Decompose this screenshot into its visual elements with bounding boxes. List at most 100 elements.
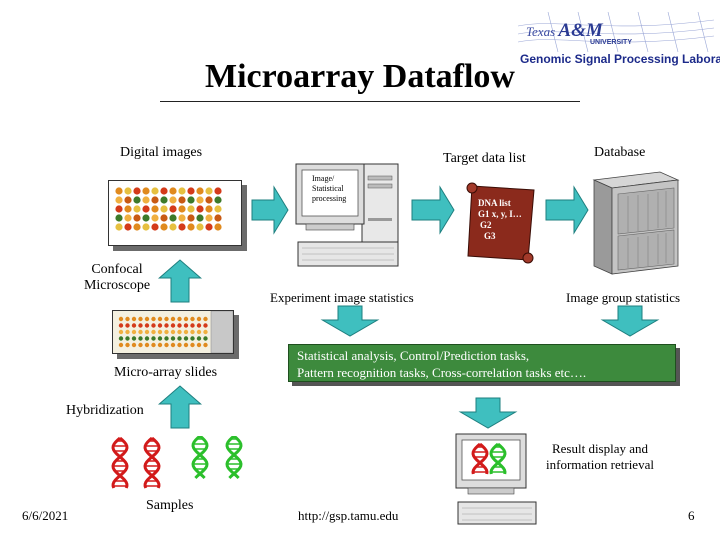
array-spot bbox=[214, 214, 222, 222]
array-spot bbox=[177, 336, 182, 341]
array-spot bbox=[151, 196, 159, 204]
array-spot bbox=[157, 329, 163, 335]
logo-org-name: A&M bbox=[558, 20, 603, 41]
array-spot bbox=[160, 196, 168, 204]
array-spot bbox=[196, 196, 204, 204]
database-server-icon bbox=[592, 171, 680, 275]
array-spot bbox=[138, 342, 143, 348]
lab-logo: Texas A&M UNIVERSITY Genomic Signal Proc… bbox=[518, 12, 720, 72]
processing-computer: Image/ Statistical processing bbox=[292, 162, 402, 282]
screen-text-line: Image/ bbox=[312, 174, 335, 183]
scroll-text-line: G1 x, y, I… bbox=[478, 209, 522, 219]
logo-org-suffix: UNIVERSITY bbox=[590, 39, 633, 46]
array-spot bbox=[214, 223, 222, 231]
array-spot bbox=[151, 214, 159, 222]
flow-arrow-down bbox=[458, 397, 518, 429]
dna-strand bbox=[111, 436, 129, 489]
array-spot bbox=[183, 329, 189, 335]
array-spot bbox=[183, 342, 189, 348]
array-spot bbox=[144, 329, 150, 335]
screen-text-line: processing bbox=[312, 194, 347, 203]
label-samples: Samples bbox=[146, 498, 194, 513]
scroll-icon bbox=[466, 182, 535, 264]
array-spot bbox=[157, 336, 163, 341]
dna-list-scroll: DNA list G1 x, y, I… G2 G3 bbox=[462, 180, 540, 264]
label-database: Database bbox=[594, 145, 646, 160]
array-spot bbox=[164, 316, 169, 322]
label-confocal-microscope: Confocal Microscope bbox=[83, 262, 151, 293]
array-spot bbox=[177, 316, 182, 322]
array-spot bbox=[169, 205, 177, 213]
array-spot bbox=[138, 336, 143, 341]
dna-strand bbox=[111, 436, 129, 489]
scroll-text-line: G3 bbox=[484, 231, 496, 241]
array-spot bbox=[196, 223, 204, 231]
array-spot bbox=[203, 336, 208, 341]
array-spot bbox=[151, 316, 156, 322]
array-spot bbox=[131, 323, 137, 328]
array-spot bbox=[183, 323, 189, 328]
array-spot bbox=[203, 316, 208, 322]
array-spot bbox=[151, 323, 156, 328]
array-spot bbox=[170, 336, 176, 341]
array-spot bbox=[196, 214, 204, 222]
array-spot bbox=[177, 342, 182, 348]
dna-strand bbox=[143, 436, 161, 489]
statistical-analysis-box: Statistical analysis, Control/Prediction… bbox=[288, 344, 676, 382]
flow-arrow-right bbox=[411, 185, 455, 235]
array-spot bbox=[118, 336, 124, 341]
label-image-group-statistics: Image group statistics bbox=[566, 290, 681, 305]
array-spot bbox=[170, 342, 176, 348]
array-spot bbox=[196, 316, 202, 322]
flow-arrow-up bbox=[157, 385, 203, 429]
array-spot bbox=[160, 223, 168, 231]
array-spot bbox=[133, 223, 141, 231]
dna-strand bbox=[191, 436, 209, 480]
array-spot bbox=[131, 342, 137, 348]
array-spot bbox=[190, 342, 195, 348]
dna-strand bbox=[489, 442, 507, 475]
array-spot bbox=[190, 336, 195, 341]
title-underline bbox=[160, 101, 580, 102]
array-spot bbox=[115, 214, 123, 222]
array-spot bbox=[118, 342, 124, 348]
array-spot bbox=[142, 214, 150, 222]
array-spot bbox=[164, 329, 169, 335]
footer-date: 6/6/2021 bbox=[22, 508, 69, 523]
array-spot bbox=[125, 336, 130, 341]
screen-text-line: Statistical bbox=[312, 184, 344, 193]
dna-strand bbox=[471, 442, 489, 475]
array-spot bbox=[169, 196, 177, 204]
array-spot bbox=[178, 196, 186, 204]
flow-arrow-down bbox=[600, 305, 660, 337]
array-spot bbox=[205, 223, 213, 231]
array-spot bbox=[151, 223, 159, 231]
array-spot bbox=[205, 214, 213, 222]
array-spot bbox=[196, 205, 204, 213]
footer-url[interactable]: http://gsp.tamu.edu bbox=[298, 508, 399, 523]
array-spot bbox=[118, 316, 124, 322]
array-spot bbox=[205, 196, 213, 204]
array-spot bbox=[177, 323, 182, 328]
label-digital-images: Digital images bbox=[120, 145, 203, 160]
array-spot bbox=[178, 187, 186, 195]
array-spot bbox=[125, 316, 130, 322]
array-spot bbox=[160, 205, 168, 213]
array-spot bbox=[170, 316, 176, 322]
label-microarray-slides: Micro-array slides bbox=[114, 365, 218, 380]
array-spot bbox=[187, 196, 195, 204]
array-spot bbox=[125, 342, 130, 348]
logo-grid-graphic bbox=[518, 12, 714, 53]
flow-arrow-right bbox=[251, 185, 289, 235]
array-spot bbox=[138, 316, 143, 322]
label-hybridization: Hybridization bbox=[66, 403, 144, 418]
array-spot bbox=[124, 196, 132, 204]
array-spot bbox=[125, 329, 130, 335]
array-spot bbox=[133, 214, 141, 222]
scroll-text-line: G2 bbox=[480, 220, 492, 230]
array-spot bbox=[157, 323, 163, 328]
array-spot bbox=[131, 336, 137, 341]
dna-samples-graphic bbox=[111, 436, 243, 489]
array-spot bbox=[178, 205, 186, 213]
scroll-text-line: DNA list bbox=[478, 198, 511, 208]
